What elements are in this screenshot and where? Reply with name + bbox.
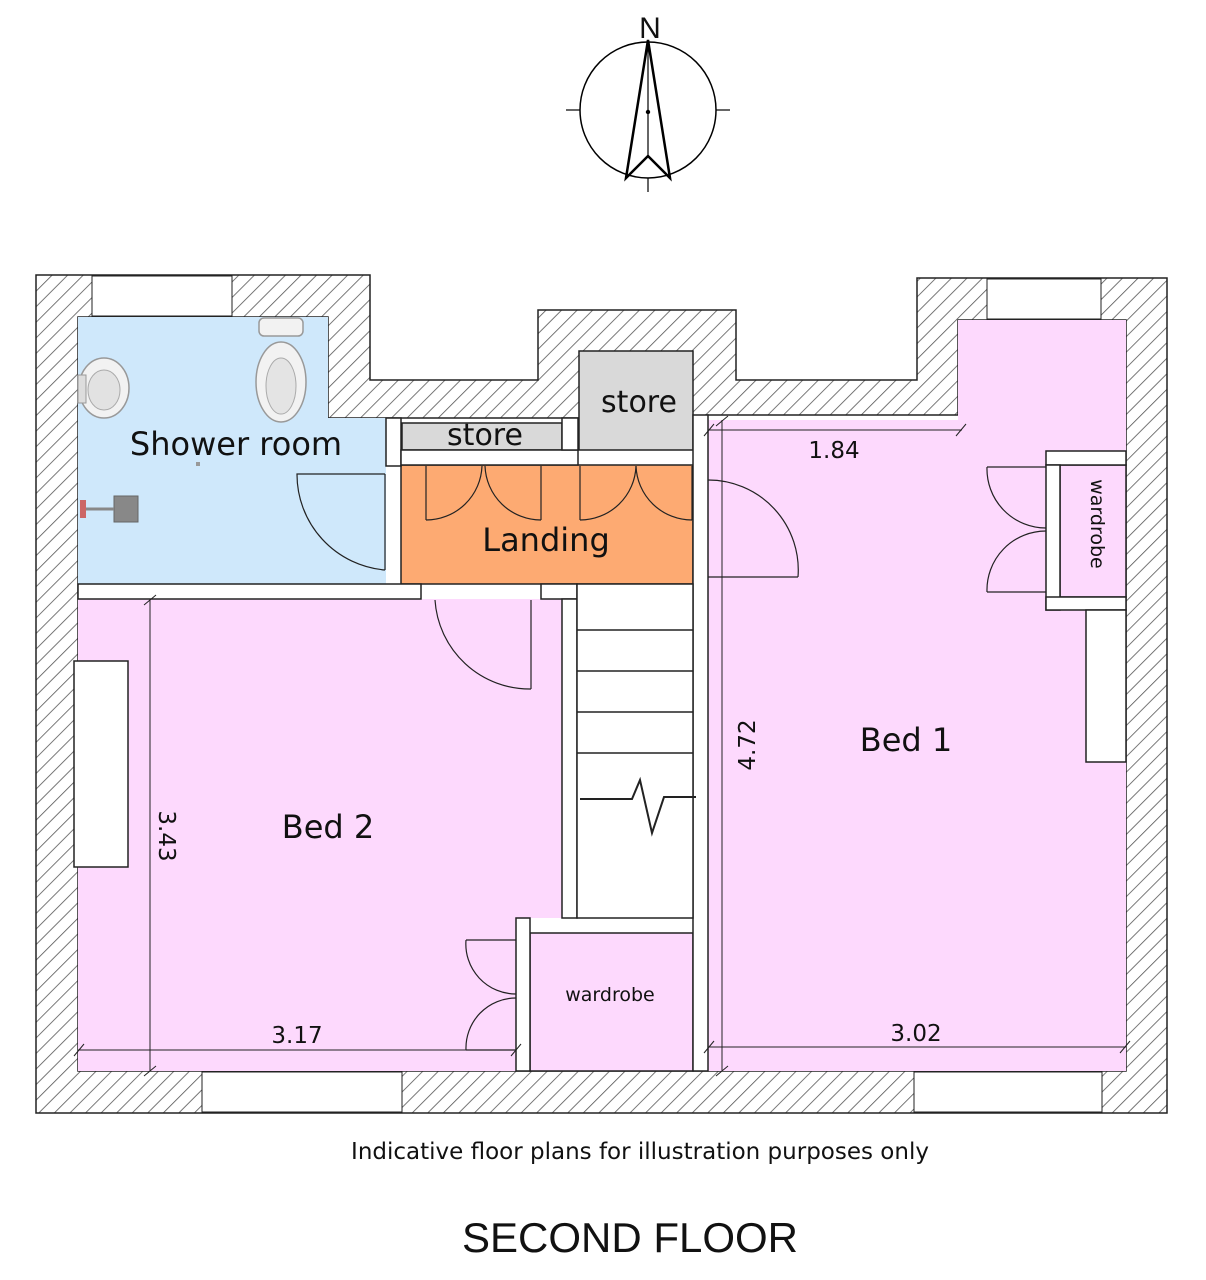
shower-fitting (80, 462, 200, 523)
staircase (576, 583, 696, 919)
store-large-fill (578, 350, 694, 451)
doors (296, 465, 1047, 1051)
store-small-fill (401, 422, 563, 451)
north-label: N (639, 12, 661, 45)
label-bed2: Bed 2 (282, 808, 374, 846)
label-store-small: store (447, 418, 523, 453)
label-store-large: store (601, 385, 677, 420)
dimension-lines (73, 415, 1131, 1077)
disclaimer-text: Indicative floor plans for illustration … (351, 1139, 929, 1165)
bed2-fill (78, 599, 562, 1071)
landing-fill (400, 464, 694, 585)
compass: N (566, 12, 730, 192)
dim-bed1-width: 3.02 (890, 1021, 941, 1047)
chimney-breast (73, 660, 129, 868)
dim-bed1-height: 4.72 (735, 719, 761, 770)
dim-bed2-height: 3.43 (153, 810, 179, 861)
label-shower-room: Shower room (130, 425, 342, 463)
toilet (255, 317, 307, 423)
bed1-fill (708, 320, 1126, 1071)
washbasin (77, 357, 130, 419)
outer-walls (35, 274, 1168, 1114)
label-bed1: Bed 1 (860, 721, 952, 759)
label-wardrobe-bed2: wardrobe (565, 984, 655, 1006)
dim-bed1-width-upper: 1.84 (808, 438, 859, 464)
wardrobe-bed1-fill (1059, 464, 1127, 598)
label-landing: Landing (482, 521, 610, 559)
label-wardrobe-bed1: wardrobe (1086, 479, 1108, 569)
floor-title: SECOND FLOOR (462, 1214, 798, 1261)
internal-walls (77, 414, 1127, 1072)
dim-bed2-width: 3.17 (271, 1023, 322, 1049)
